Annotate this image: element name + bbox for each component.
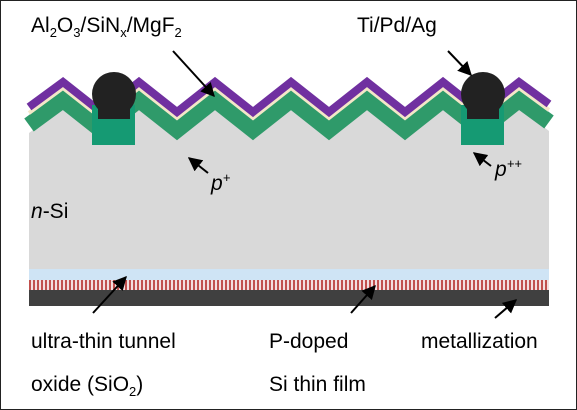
p-plus-arrow [187, 157, 209, 174]
contact-right [461, 72, 505, 119]
metallization-label: metallization [421, 330, 538, 353]
tunnel-oxide-arrow [92, 275, 127, 314]
p-plusplus-arrow [472, 152, 492, 167]
coating-arrow [172, 50, 215, 98]
contact-label: Ti/Pd/Ag [357, 14, 437, 37]
tunnel-oxide-label-line2: oxide (SiO2) [31, 373, 144, 400]
tunnel-oxide-label-line1: ultra-thin tunnel [31, 330, 176, 353]
n-si-label: n-Si [31, 200, 69, 223]
p-plusplus-label: p++ [495, 156, 522, 181]
contact-left [92, 72, 136, 119]
tunnel-oxide-layer [29, 269, 549, 280]
p-doped-arrow [350, 284, 376, 314]
coating-label: Al2O3/SiNx/MgF2 [31, 14, 182, 41]
p-doped-label-line1: P-doped [269, 330, 349, 353]
p-doped-film-layer [29, 280, 549, 290]
metallization-layer [29, 290, 549, 306]
p-plus-label: p+ [211, 170, 231, 195]
metallization-arrow [494, 299, 518, 319]
p-doped-label-line2: Si thin film [269, 373, 366, 396]
n-si-bulk [29, 108, 549, 269]
contact-arrow [447, 50, 472, 77]
